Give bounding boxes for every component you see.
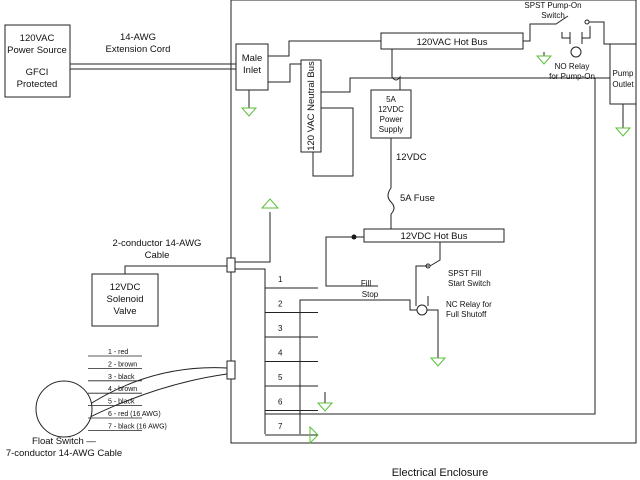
spst-fill-wire: [415, 242, 441, 296]
neutral-bus-label: 120 VAC Neutral Bus: [306, 61, 317, 151]
power-supply-line3: Power: [380, 115, 403, 124]
terminal-strip: 1 2 3 4 5 6 7: [265, 275, 318, 436]
spst-pump-line2: Switch: [541, 11, 565, 20]
solenoid-cable-line1: 2-conductor 14-AWG: [113, 238, 202, 249]
terminal-5-ground-symbol: [316, 402, 334, 412]
enclosure-label: Electrical Enclosure: [392, 467, 489, 479]
no-relay-ground-symbol: [535, 55, 553, 65]
spst-pump-line1: SPST Pump-On: [524, 1, 581, 10]
neutral-to-pump-outlet: [321, 77, 610, 93]
hot-bus-120-label: 120VAC Hot Bus: [416, 37, 487, 48]
hot-to-spst-pump: [523, 15, 569, 42]
inlet-hot-wire: [268, 40, 381, 57]
terminal-number: 4: [278, 349, 283, 358]
no-relay-coil: [570, 46, 582, 58]
hot-bus-12-box: [363, 228, 505, 243]
power-supply-line1: 5A: [386, 95, 396, 104]
hot-bus-12-label: 12VDC Hot Bus: [400, 231, 467, 242]
terminal-number: 6: [278, 398, 283, 407]
float-wire-label: 3 - black: [108, 374, 135, 381]
float-switch-ball: [35, 380, 93, 438]
terminal-7-ground-symbol: [309, 425, 319, 445]
pump-outlet-line2: Outlet: [612, 80, 634, 89]
float-wire-labels: 1 - red 2 - brown 3 - black 4 - brown 5 - bl…: [88, 349, 167, 431]
nc-relay-ground-symbol: [429, 357, 447, 367]
power-source-line4: Protected: [17, 79, 58, 90]
extension-cord-line1: 14-AWG: [120, 32, 156, 43]
fill-stop-line2: Stop: [362, 290, 379, 299]
pump-outlet-ground-symbol: [614, 127, 632, 137]
no-relay-pump-line1: NO Relay: [555, 62, 590, 71]
float-wire-label: 7 - black (16 AWG): [108, 423, 167, 430]
fuse-symbol: [387, 187, 395, 215]
fill-stop-wire: [325, 262, 378, 287]
float-wire-label: 2 - brown: [108, 361, 137, 368]
relay-pump-loop: [561, 26, 591, 39]
male-inlet-line2: Inlet: [243, 65, 261, 76]
solenoid-line2: Solenoid: [107, 294, 144, 305]
inlet-ground-symbol: [240, 107, 258, 117]
no-relay-pump-line2: for Pump-On: [549, 72, 595, 81]
solenoid-cable-wire: [124, 265, 231, 274]
vdc-out-label: 12VDC: [396, 152, 427, 163]
float-wire-label: 5 - black: [108, 399, 135, 406]
nc-relay-line2: Full Shutoff: [446, 310, 487, 319]
inlet-neutral-wire: [268, 63, 301, 83]
spst-fill-line2: Start Switch: [448, 279, 491, 288]
solenoid-hot-wire: [235, 268, 266, 434]
solenoid-line1: 12VDC: [110, 282, 141, 293]
neutral-bus-box: [300, 59, 322, 153]
hot-bus-to-supply: [391, 49, 401, 90]
power-source-line3: GFCI: [26, 67, 49, 78]
power-supply-box: [370, 89, 412, 139]
float-switch-line1: Float Switch —: [32, 436, 96, 447]
pump-relay-return: [265, 78, 596, 415]
solenoid-line3: Valve: [113, 306, 136, 317]
nc-relay-ground-wire: [427, 309, 439, 358]
solenoid-cable-gland: [226, 257, 236, 273]
power-supply-line2: 12VDC: [378, 105, 404, 114]
fill-stop-line1: Fill: [361, 279, 371, 288]
hot-bus-12-to-solenoid-line: [325, 236, 364, 262]
solenoid-ground-wire: [235, 212, 271, 263]
neutral-to-supply: [312, 107, 354, 177]
pump-outlet-line1: Pump: [613, 69, 634, 78]
pump-outlet-box: [609, 43, 637, 105]
male-inlet-line1: Male: [242, 53, 263, 64]
electrical-enclosure: [230, 0, 637, 444]
spst-fill-line1: SPST Fill: [448, 269, 481, 278]
power-supply-line4: Supply: [379, 125, 403, 134]
float-cable-gland: [226, 360, 236, 380]
float-wire-label: 1 - red: [108, 349, 128, 356]
solenoid-valve-box: [91, 273, 159, 327]
float-switch-line2: 7-conductor 14-AWG Cable: [6, 448, 122, 459]
terminal-number: 7: [278, 422, 283, 431]
terminal-number: 1: [278, 275, 283, 284]
terminal-number: 2: [278, 300, 283, 309]
fuse-label: 5A Fuse: [400, 193, 435, 204]
power-source-box: [4, 24, 71, 98]
nc-relay-line1: NC Relay for: [446, 300, 492, 309]
spst-fill-contact: [425, 263, 431, 269]
float-wire-label: 4 - brown: [108, 386, 137, 393]
solenoid-cable-line2: Cable: [145, 250, 170, 261]
nc-relay-coil: [416, 304, 428, 316]
float-cable-wire: [83, 367, 228, 421]
male-inlet-box: [235, 43, 269, 91]
solenoid-ground-symbol: [260, 198, 280, 209]
nc-relay-feed: [299, 299, 417, 434]
terminal-number: 5: [278, 373, 283, 382]
extension-cord-line2: Extension Cord: [106, 44, 171, 55]
terminal-number: 3: [278, 324, 283, 333]
power-source-line1: 120VAC: [20, 33, 55, 44]
float-wire-label: 6 - red (16 AWG): [108, 411, 161, 418]
power-source-line2: Power Source: [7, 45, 67, 56]
spst-pump-to-outlet: [589, 21, 610, 45]
spst-pump-contact: [584, 19, 590, 25]
